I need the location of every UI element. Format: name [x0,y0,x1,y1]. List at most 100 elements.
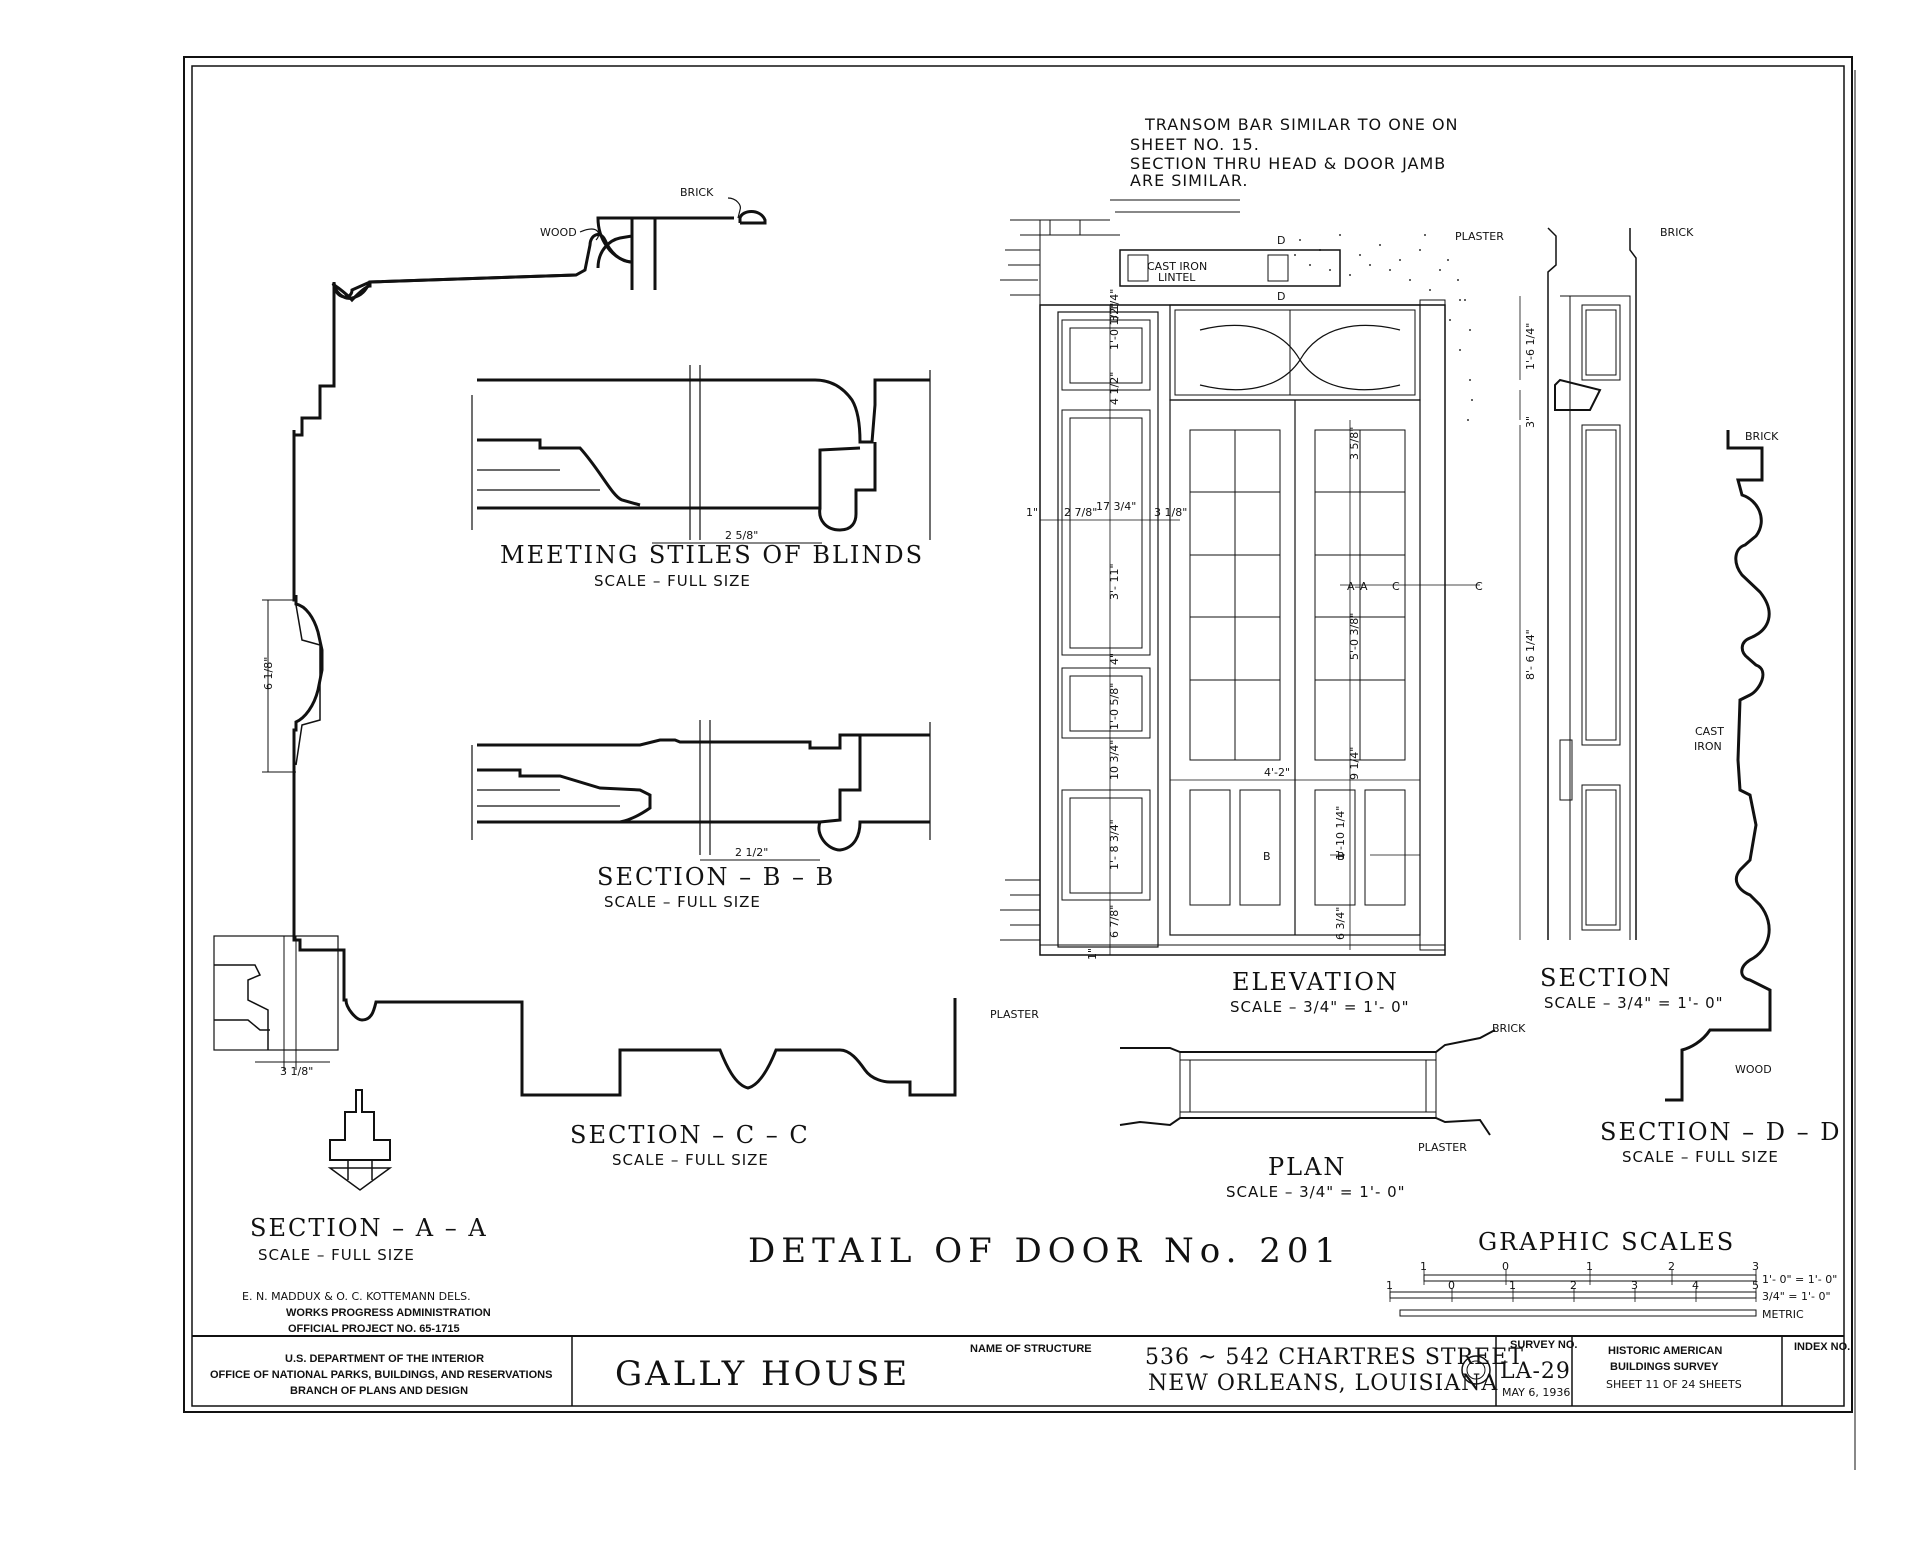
section-b-mark-1: B [1263,850,1271,863]
title-block [571,1336,1783,1406]
section-dd-scale: SCALE – FULL SIZE [1622,1148,1779,1166]
graphic-scale-bars [1389,1270,1757,1317]
transom-note-3: SECTION THRU HEAD & DOOR JAMB [1130,154,1446,173]
section-bb-title: SECTION – B – B [597,863,835,891]
cast-iron-lintel-1: CAST IRON [1147,260,1207,273]
cast-iron-lintel-2: LINTEL [1158,271,1196,284]
dim-5-0-3-8: 5'-0 3/8" [1348,613,1361,660]
sec-dim-8-6-1-4: 8'- 6 1/4" [1524,629,1537,680]
dim-3-1-8: 3 1/8" [1154,506,1187,519]
meeting-stiles-scale: SCALE – FULL SIZE [594,572,751,590]
blinds-dim: 2 5/8" [725,529,758,542]
dim-9-1-4: 9 1/4" [1348,747,1361,780]
credits-project: OFFICIAL PROJECT NO. 65-1715 [288,1323,460,1335]
tb-date: MAY 6, 1936 [1502,1386,1570,1399]
elevation-drawing [1000,199,1480,956]
drawing-title: DETAIL OF DOOR No. 201 [748,1231,1342,1271]
tb-survey-no: LA-29 [1500,1359,1571,1384]
gs2-tick-5: 4 [1692,1279,1699,1292]
tb-dept-3: BRANCH OF PLANS AND DESIGN [290,1385,468,1397]
section-title: SECTION [1540,964,1673,992]
dim-1: 1" [1026,506,1038,519]
bb-dim: 2 1/2" [735,846,768,859]
section-aa-drawing [213,935,393,1191]
section-bb-scale: SCALE – FULL SIZE [604,893,761,911]
dim-1b: 1" [1086,948,1099,960]
cast-iron-label-1: CAST [1695,725,1724,738]
gs2-tick-6: 5 [1752,1279,1759,1292]
section-cc-profile [292,210,957,1097]
tb-dept-1: U.S. DEPARTMENT OF THE INTERIOR [285,1353,484,1365]
plaster-label-2: PLASTER [990,1008,1039,1021]
tb-address-1: 536 ~ 542 CHARTRES STREET [1145,1345,1524,1370]
dim-1-10-1-4: 1'-10 1/4" [1334,806,1347,860]
gs1-tick-4: 3 [1752,1260,1759,1273]
gs2-tick-1: 0 [1448,1279,1455,1292]
tb-survey-label: SURVEY NO. [1510,1339,1577,1351]
tb-structure-name: GALLY HOUSE [615,1354,910,1394]
gs1-tick-2: 1 [1586,1260,1593,1273]
dim-10-3-4: 10 3/4" [1108,740,1121,780]
dim-2-7-8: 2 7/8" [1064,506,1097,519]
tb-index-label: INDEX NO. [1794,1341,1850,1353]
tb-habs-2: BUILDINGS SURVEY [1610,1361,1719,1373]
plan-scale: SCALE – 3/4" = 1'- 0" [1226,1183,1406,1201]
meeting-stiles-title: MEETING STILES OF BLINDS [500,541,924,569]
dim-3-11: 3'- 11" [1108,563,1121,600]
wood-label-1: WOOD [540,226,577,239]
dim-4-2: 4'-2" [1264,766,1290,779]
dim-1-0-1-2: 1'-0 1/2" [1108,303,1121,350]
section-c-mark-2: C [1475,580,1483,593]
brick-label-4: BRICK [1492,1022,1526,1035]
aa-height-dim: 6 1/8" [262,657,275,690]
section-scale: SCALE – 3/4" = 1'- 0" [1544,994,1724,1012]
section-cc-title: SECTION – C – C [570,1121,810,1149]
dim-6-3-4: 6 3/4" [1334,907,1347,940]
credits-delineators: E. N. MADDUX & O. C. KOTTEMANN DELS. [242,1290,471,1303]
vertical-section-drawing [1519,227,1637,940]
plaster-label-3: PLASTER [1418,1141,1467,1154]
dim-1-0-5-8: 1'-0 5/8" [1108,683,1121,730]
gs2-tick-3: 2 [1570,1279,1577,1292]
cast-iron-label-2: IRON [1694,740,1722,753]
gs1-tick-3: 2 [1668,1260,1675,1273]
dim-3-1-4: 3 1/4" [1108,289,1121,322]
graphic-scales-title: GRAPHIC SCALES [1478,1228,1735,1256]
tb-habs-1: HISTORIC AMERICAN [1608,1345,1722,1357]
dim-17-3-4: 17 3/4" [1096,500,1136,513]
graphic-scale-2-label: 3/4" = 1'- 0" [1762,1290,1831,1303]
gs2-tick-4: 3 [1631,1279,1638,1292]
brick-label-2: BRICK [1660,226,1694,239]
section-dd-title: SECTION – D – D [1600,1118,1842,1146]
dim-4: 4" [1108,653,1121,665]
section-cc-scale: SCALE – FULL SIZE [612,1151,769,1169]
graphic-scale-3-label: METRIC [1762,1308,1804,1321]
section-aa-side-dim [262,599,321,773]
tb-name-label: NAME OF STRUCTURE [970,1343,1092,1355]
wood-brick-callouts: BRICK WOOD [540,186,741,269]
brick-label-1: BRICK [680,186,714,199]
section-aa-title: SECTION – A – A [250,1214,488,1242]
aa-width-dim: 3 1/8" [280,1065,313,1078]
gs1-tick-1: 0 [1502,1260,1509,1273]
section-d-mark-top: D [1277,234,1285,247]
gs1-tick-0: 1 [1420,1260,1427,1273]
credits-wpa: WORKS PROGRESS ADMINISTRATION [286,1307,491,1319]
dim-1-8-3-4: 1'- 8 3/4" [1108,819,1121,870]
dim-6-7-8: 6 7/8" [1108,905,1121,938]
dim-3-5-8: 3 5/8" [1348,427,1361,460]
transom-note-1: TRANSOM BAR SIMILAR TO ONE ON [1144,115,1459,134]
tb-address-2: NEW ORLEANS, LOUISIANA [1148,1371,1498,1396]
tb-sheet: SHEET 11 OF 24 SHEETS [1606,1378,1742,1391]
tb-dept-2: OFFICE OF NATIONAL PARKS, BUILDINGS, AND… [210,1369,552,1381]
plan-drawing [1119,1029,1496,1136]
glass-panes [1189,429,1406,906]
section-bb-drawing [471,720,931,861]
elevation-title: ELEVATION [1232,968,1399,996]
plaster-label-1: PLASTER [1455,230,1504,243]
transom-note-2: SHEET NO. 15. [1130,135,1260,154]
meeting-stiles-drawing [471,365,931,544]
section-aa-mark: A–A [1347,580,1368,593]
plan-title: PLAN [1268,1153,1346,1181]
sec-dim-3: 3" [1524,416,1537,428]
